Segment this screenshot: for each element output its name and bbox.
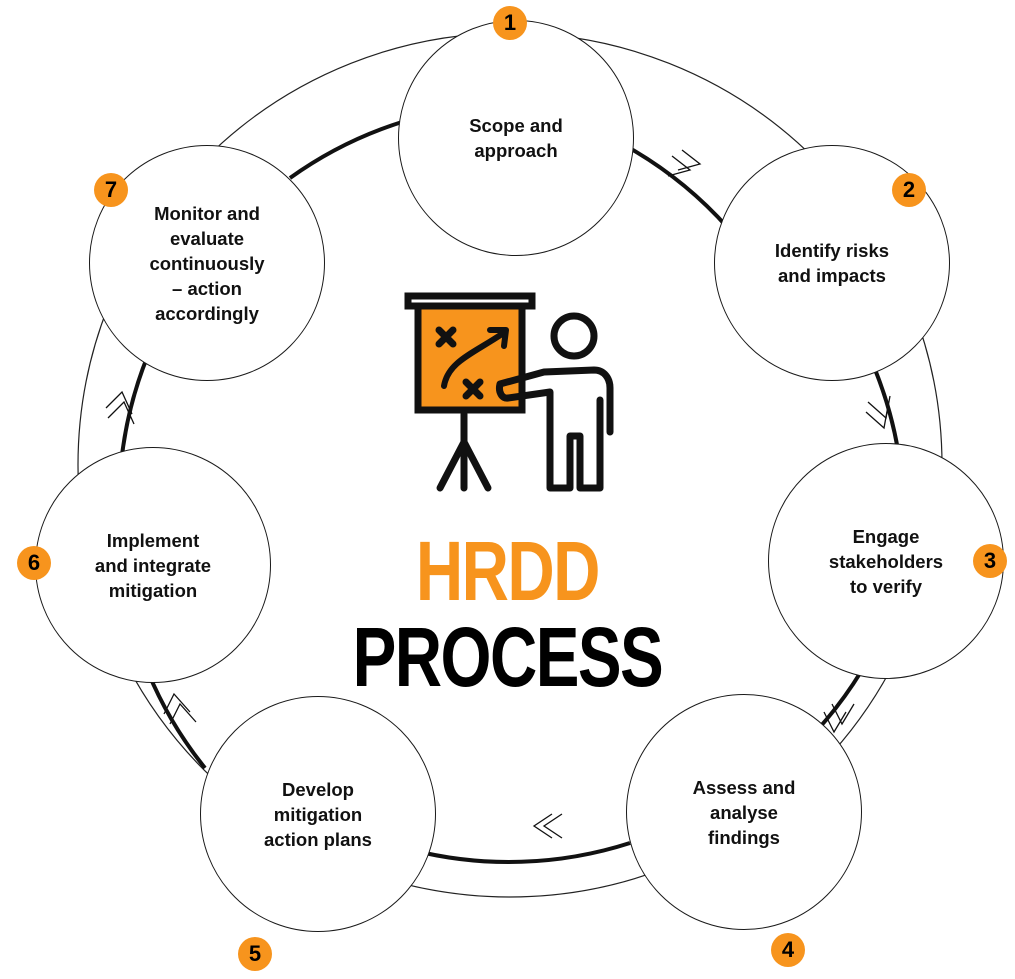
step-label: Monitor and evaluate continuously – acti… (149, 202, 265, 324)
step-label: Engage stakeholders to verify (828, 525, 944, 597)
direction-arrow-icon (667, 149, 702, 177)
step-label: Assess and analyse findings (692, 776, 796, 848)
step-number-badge: 2 (892, 173, 926, 207)
step-3-circle: Engage stakeholders to verify (768, 443, 1004, 679)
step-7-circle: Monitor and evaluate continuously – acti… (89, 145, 325, 381)
step-label: Develop mitigation action plans (264, 778, 372, 850)
arc-7-1 (288, 120, 403, 180)
direction-arrow-icon (163, 692, 197, 725)
arc-1-2 (625, 144, 730, 230)
step-number-badge: 5 (238, 937, 272, 971)
title-hrdd: HRDD (415, 524, 601, 618)
presentation-strategy-icon (404, 292, 614, 492)
step-1-circle: Scope and approach (398, 20, 634, 256)
step-2-circle: Identify risks and impacts (714, 145, 950, 381)
step-label: Implement and integrate mitigation (94, 529, 212, 601)
step-number-badge: 7 (94, 173, 128, 207)
step-label: Identify risks and impacts (774, 240, 890, 286)
step-number-badge: 1 (493, 6, 527, 40)
direction-arrow-icon (865, 395, 891, 430)
direction-arrow-icon (105, 390, 135, 425)
title-process: PROCESS (352, 610, 664, 704)
step-6-circle: Implement and integrate mitigation (35, 447, 271, 683)
step-5-circle: Develop mitigation action plans (200, 696, 436, 932)
direction-arrow-icon (532, 813, 563, 839)
step-number-badge: 4 (771, 933, 805, 967)
step-4-circle: Assess and analyse findings (626, 694, 862, 930)
step-label: Scope and approach (469, 115, 563, 161)
direction-arrow-icon (823, 703, 855, 734)
arc-4-5 (411, 841, 631, 864)
step-number-badge: 3 (973, 544, 1007, 578)
step-number-badge: 6 (17, 546, 51, 580)
